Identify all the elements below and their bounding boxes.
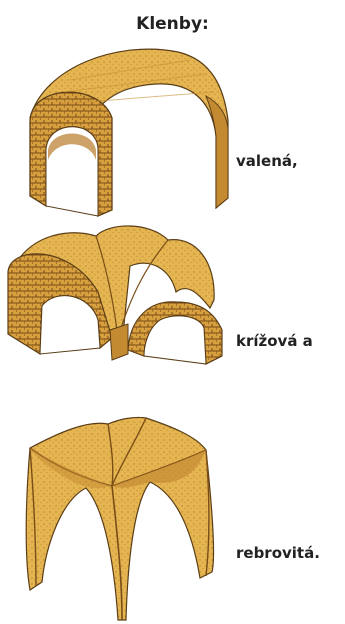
groin-vault-icon (8, 226, 222, 364)
barrel-vault-icon (30, 49, 228, 216)
vault-label-rib: rebrovitá. (236, 544, 320, 562)
rib-vault-icon (26, 417, 213, 620)
vault-label-barrel: valená, (236, 152, 298, 170)
vault-label-groin: krížová a (236, 332, 313, 350)
